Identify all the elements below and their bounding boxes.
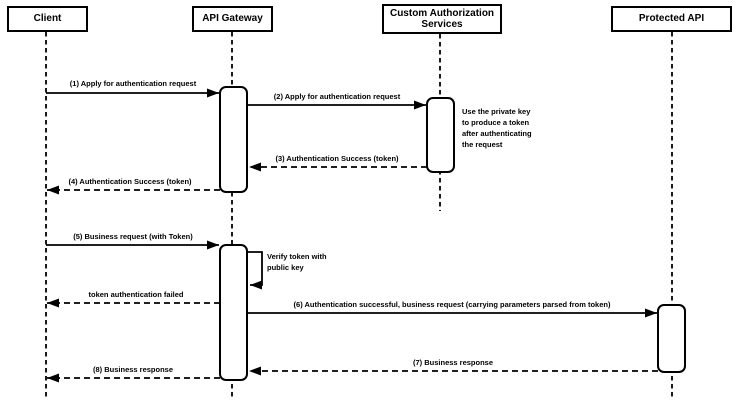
actor-label-custom-authorization-services: Custom Authorization Services [389, 8, 495, 30]
message-label-2: (2) Apply for authentication request [273, 92, 401, 101]
actor-label-protected-api: Protected API [638, 13, 705, 24]
message-arrow-self-verify-token [247, 251, 263, 290]
activation-api-gateway-1 [219, 86, 248, 193]
actor-label-api-gateway: API Gateway [202, 13, 263, 24]
message-label-3: (3) Authentication Success (token) [275, 154, 399, 163]
actor-box-custom-authorization-services: Custom Authorization Services [382, 4, 502, 34]
message-label-self-verify-token: Verify token with public key [267, 252, 327, 272]
message-label-4: (4) Authentication Success (token) [68, 177, 192, 186]
message-label-8: (8) Business response [92, 365, 174, 374]
actor-box-client: Client [7, 6, 88, 32]
activation-api-gateway-2 [219, 244, 248, 381]
actor-label-client: Client [33, 13, 62, 24]
message-label-7: (7) Business response [412, 358, 494, 367]
actor-box-protected-api: Protected API [611, 6, 732, 32]
message-label-1: (1) Apply for authentication request [69, 79, 197, 88]
message-label-5: (5) Business request (with Token) [73, 232, 193, 241]
actor-box-api-gateway: API Gateway [192, 6, 273, 32]
message-label-token-failed: token authentication failed [88, 290, 184, 299]
message-label-6: (6) Authentication successful, business … [293, 300, 611, 309]
activation-custom-authorization-services [426, 97, 455, 173]
activation-protected-api [657, 304, 686, 373]
note-private-key: Use the private key to produce a token a… [462, 107, 532, 149]
